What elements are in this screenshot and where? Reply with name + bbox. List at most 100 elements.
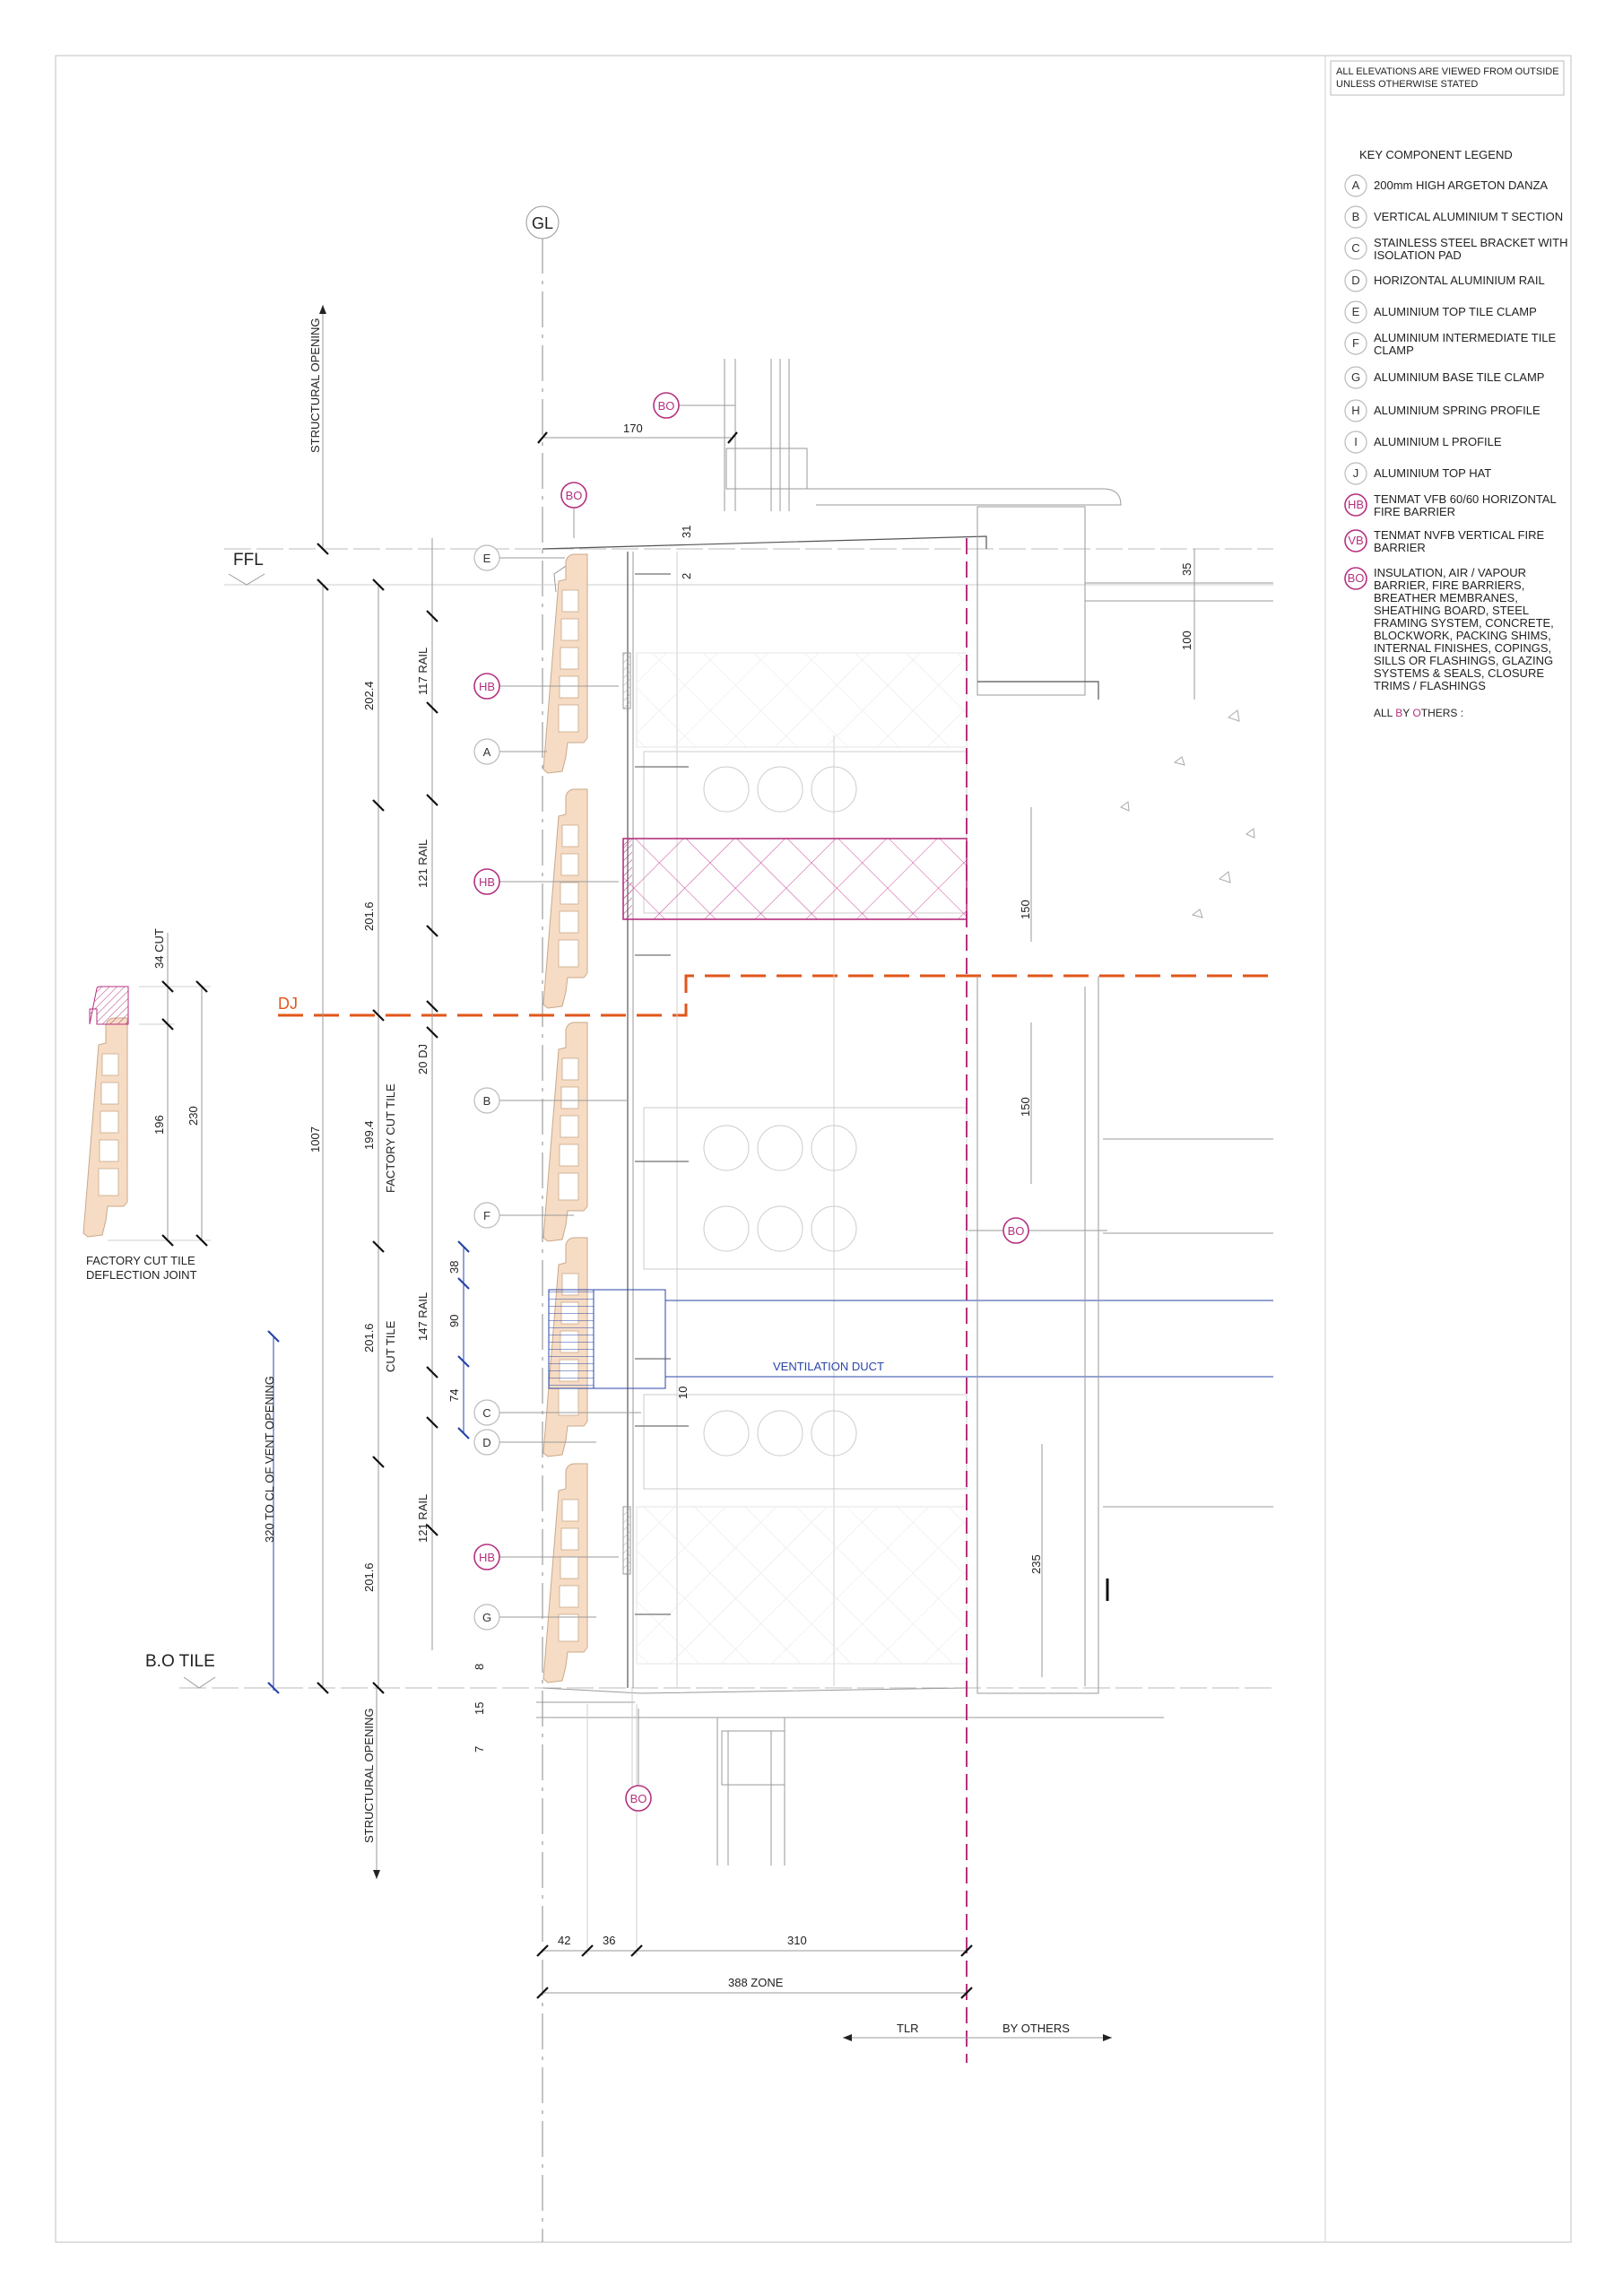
dim-199-4: 199.4 — [362, 1120, 376, 1150]
ventilation-duct-label: VENTILATION DUCT — [773, 1360, 884, 1373]
dim-31: 31 — [680, 526, 693, 538]
tile — [542, 788, 588, 1009]
tile — [542, 1022, 588, 1242]
callout-hb: HB — [473, 673, 619, 700]
callout-d: D — [473, 1429, 596, 1456]
svg-text:BO: BO — [1008, 1224, 1025, 1238]
detail-caption: FACTORY CUT TILE — [86, 1254, 195, 1267]
dim-8: 8 — [473, 1664, 486, 1670]
svg-text:BO: BO — [658, 399, 675, 413]
callout-c: C — [473, 1399, 641, 1426]
legend-key: G — [1351, 370, 1360, 384]
sheet-border — [55, 55, 1572, 2243]
grid-line-gl: GL — [525, 205, 560, 2242]
legend-key: H — [1351, 404, 1359, 417]
legend-key: B — [1352, 210, 1360, 223]
detail-caption: DEFLECTION JOINT — [86, 1268, 197, 1282]
dim-147-rail: 147 RAIL — [416, 1292, 430, 1341]
svg-text:BO: BO — [630, 1792, 647, 1805]
callout-hb: HB — [473, 1544, 619, 1570]
dimension-chain-left: STRUCTURAL OPENING STRUCTURAL OPENING 10… — [263, 305, 486, 1879]
svg-text:A: A — [483, 745, 491, 759]
legend-item-b: B VERTICAL ALUMINIUM T SECTION — [1344, 205, 1563, 229]
svg-text:HB: HB — [479, 875, 495, 889]
argeton-tiles — [542, 553, 588, 1683]
gl-label: GL — [532, 214, 553, 232]
ffl-label: FFL — [233, 551, 264, 570]
dim-1007: 1007 — [308, 1126, 322, 1152]
factory-cut-tile-label: FACTORY CUT TILE — [384, 1083, 397, 1193]
callout-f: F — [473, 1202, 574, 1229]
dim-7: 7 — [473, 1746, 486, 1752]
callout-e: E — [473, 544, 565, 571]
legend-text: ALUMINIUM TOP TILE CLAMP — [1374, 305, 1537, 318]
legend-text: VERTICAL ALUMINIUM T SECTION — [1374, 210, 1563, 223]
callout-bo: BO — [968, 1217, 1107, 1244]
legend-text: SHEATHING BOARD, STEEL — [1374, 604, 1529, 617]
dim-202-4: 202.4 — [362, 681, 376, 710]
tile — [542, 553, 588, 774]
legend-text: TENMAT VFB 60/60 HORIZONTAL — [1374, 492, 1557, 506]
callout-a: A — [473, 738, 547, 765]
dim-100: 100 — [1180, 631, 1193, 650]
legend-title: KEY COMPONENT LEGEND — [1359, 148, 1513, 161]
tile — [542, 1463, 588, 1683]
svg-text:E: E — [483, 552, 491, 565]
callout-bo: BO — [625, 1709, 652, 1812]
note-line: ALL ELEVATIONS ARE VIEWED FROM OUTSIDE — [1336, 66, 1559, 77]
legend-text: ALUMINIUM INTERMEDIATE TILE — [1374, 331, 1557, 344]
dim-15: 15 — [473, 1702, 486, 1715]
dim-121-rail: 121 RAIL — [416, 1494, 430, 1543]
legend-text: INTERNAL FINISHES, COPINGS, — [1374, 641, 1551, 655]
legend-text: FIRE BARRIER — [1374, 505, 1455, 518]
callouts: BO BO E HB A HB B F C D HB G BO BO — [473, 392, 1107, 1812]
dim-36: 36 — [603, 1934, 615, 1947]
legend-text: BARRIER — [1374, 541, 1426, 554]
callout-g: G — [473, 1604, 596, 1631]
legend-key: VB — [1348, 534, 1363, 547]
svg-text:BO: BO — [566, 489, 583, 502]
dim-230: 230 — [187, 1106, 200, 1126]
legend-key: BO — [1348, 571, 1365, 585]
note-line: UNLESS OTHERWISE STATED — [1336, 79, 1478, 90]
svg-text:B: B — [483, 1094, 491, 1108]
legend-item-d: D HORIZONTAL ALUMINIUM RAIL — [1344, 269, 1545, 292]
svg-text:G: G — [482, 1611, 491, 1624]
dim-388-zone: 388 ZONE — [728, 1976, 784, 1989]
dim-310: 310 — [787, 1934, 807, 1947]
dj-label: DJ — [278, 995, 298, 1013]
callout-bo: BO — [653, 392, 735, 419]
legend-text: ISOLATION PAD — [1374, 248, 1462, 262]
tlr-label: TLR — [897, 2022, 919, 2035]
legend-key: HB — [1348, 498, 1364, 511]
factory-cut-tile-detail: 34 CUT 196 230 FACTORY CUT TILE DEFLECTI… — [82, 928, 211, 1282]
dim-170: 170 — [623, 422, 643, 435]
dim-201-6: 201.6 — [362, 1323, 376, 1352]
dimension-chain-bottom: 42 36 310 388 ZONE TLR BY OTHERS — [536, 1704, 1112, 2041]
legend-key: D — [1351, 274, 1359, 287]
dim-117-rail: 117 RAIL — [416, 648, 430, 695]
dim-34-cut: 34 CUT — [152, 928, 166, 969]
cut-tile-label: CUT TILE — [384, 1320, 397, 1372]
dim-10: 10 — [676, 1387, 690, 1399]
svg-text:HB: HB — [479, 680, 495, 693]
legend-text: HORIZONTAL ALUMINIUM RAIL — [1374, 274, 1545, 287]
legend-item-e: E ALUMINIUM TOP TILE CLAMP — [1344, 300, 1537, 324]
legend-key: E — [1352, 305, 1360, 318]
legend-key: A — [1352, 178, 1360, 192]
dim-20-dj: 20 DJ — [416, 1044, 430, 1074]
general-note: ALL ELEVATIONS ARE VIEWED FROM OUTSIDE U… — [1330, 60, 1565, 96]
svg-text:D: D — [482, 1436, 490, 1449]
dim-150: 150 — [1019, 900, 1032, 919]
legend-text: CLAMP — [1374, 344, 1414, 357]
svg-text:C: C — [482, 1406, 490, 1420]
